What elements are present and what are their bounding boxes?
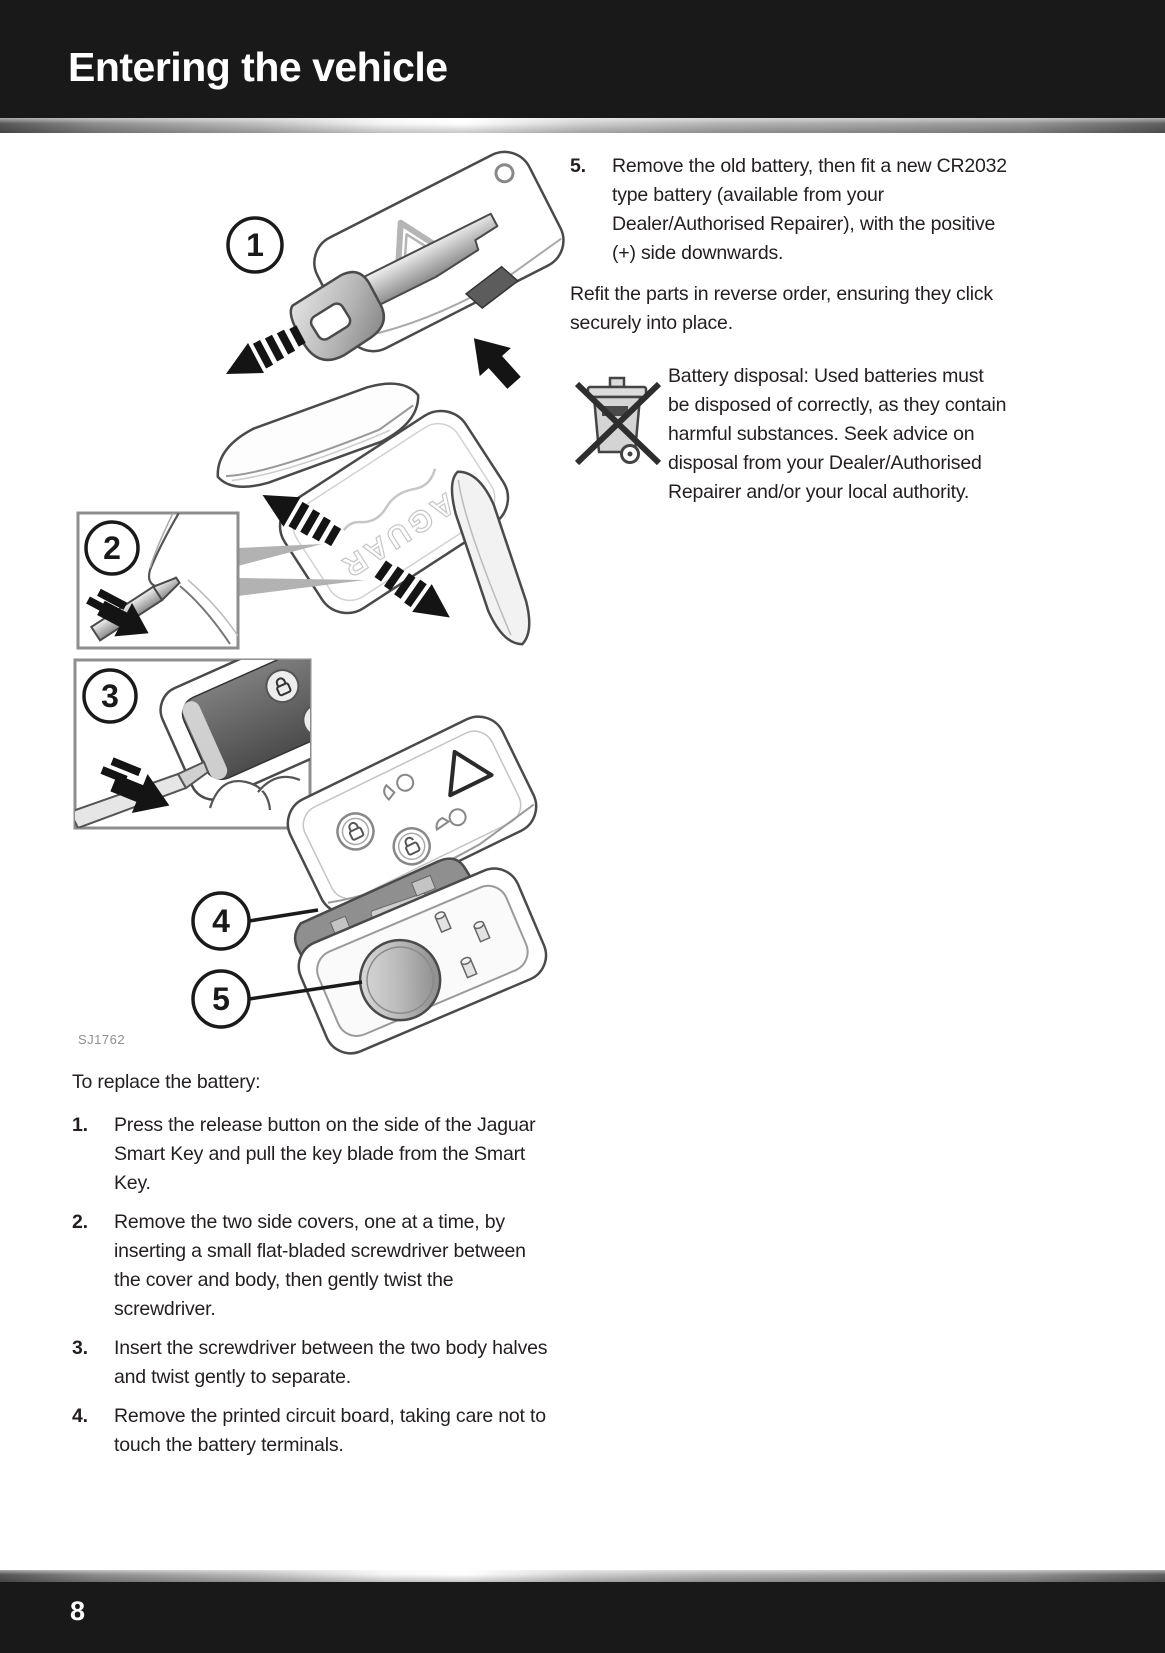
key-lower-shell <box>297 867 548 1055</box>
left-column: To replace the battery: 1. Press the rel… <box>72 1068 556 1470</box>
coin-battery <box>358 938 442 1022</box>
step-number: 2. <box>72 1211 88 1233</box>
page-title: Entering the vehicle <box>68 44 448 90</box>
unlock-button-icon <box>302 702 310 737</box>
footer-bar: 8 <box>0 1582 1165 1653</box>
striped-arrow-icon <box>217 319 310 389</box>
metal-accent-strip-top <box>0 118 1165 133</box>
battery-disposal-note: Battery disposal: Used batteries must be… <box>570 362 1022 507</box>
locating-post <box>434 911 452 934</box>
inset-pointer-wedge <box>238 544 322 566</box>
step-item-5: 5. Remove the old battery, then fit a ne… <box>570 152 1022 268</box>
step-text: Remove the two side covers, one at a tim… <box>114 1211 526 1320</box>
svg-text:4: 4 <box>212 903 230 939</box>
callout-3: 3 <box>101 678 119 714</box>
intro-text: To replace the battery: <box>72 1071 261 1093</box>
step-item-2: 2. Remove the two side covers, one at a … <box>72 1208 556 1324</box>
hazard-triangle-icon <box>448 749 494 798</box>
svg-text:5: 5 <box>212 981 230 1017</box>
step-text: Insert the screwdriver between the two b… <box>114 1337 548 1388</box>
metal-accent-strip-bottom <box>0 1570 1165 1582</box>
side-cover-right <box>450 470 531 646</box>
lock-button-icon <box>265 669 300 704</box>
solid-arrow-icon <box>458 324 530 397</box>
key-disassembly-figure: 1 JAGUAR <box>60 150 565 1055</box>
inset-box-3: 3 <box>73 658 312 830</box>
callout-5: 5 <box>191 969 251 1029</box>
release-button <box>464 265 520 309</box>
svg-text:1: 1 <box>246 227 264 263</box>
key-blade <box>289 212 499 362</box>
step-item-1: 1. Press the release button on the side … <box>72 1111 556 1198</box>
step-number: 5. <box>570 155 586 177</box>
step-text: Remove the printed circuit board, taking… <box>114 1405 546 1456</box>
step-number: 4. <box>72 1405 88 1427</box>
callout-2: 2 <box>103 530 121 566</box>
crossed-out-wheelie-bin-icon <box>570 362 668 507</box>
step-item-3: 3. Insert the screwdriver between the tw… <box>72 1334 556 1392</box>
page-number: 8 <box>70 1596 86 1626</box>
inset-box-2: 2 <box>76 511 240 650</box>
step-text: Press the release button on the side of … <box>114 1114 536 1194</box>
keyring-hole <box>494 163 515 184</box>
disposal-note-text: Battery disposal: Used batteries must be… <box>668 365 1007 503</box>
step-item-4: 4. Remove the printed circuit board, tak… <box>72 1402 556 1460</box>
inset-pointer-wedge <box>238 578 365 596</box>
locating-post <box>460 956 478 979</box>
headlamp-icon <box>383 773 415 802</box>
refit-paragraph: Refit the parts in reverse order, ensuri… <box>570 283 993 334</box>
figure-caption: SJ1762 <box>78 1032 126 1047</box>
step-number: 3. <box>72 1337 88 1359</box>
unlock-button-icon <box>392 827 431 866</box>
key-upper-half <box>159 660 310 801</box>
callout-4: 4 <box>191 891 251 951</box>
lock-button-icon <box>336 812 375 851</box>
step-text: Remove the old battery, then fit a new C… <box>612 155 1007 264</box>
header-bar: Entering the vehicle <box>0 0 1165 118</box>
step-number: 1. <box>72 1114 88 1136</box>
key-button-face <box>286 715 538 915</box>
boot-release-icon <box>435 808 467 832</box>
callout-1: 1 <box>226 216 284 274</box>
right-column: 5. Remove the old battery, then fit a ne… <box>570 152 1022 507</box>
side-cover-top <box>216 382 420 489</box>
leaping-jaguar-outline <box>342 468 437 532</box>
locating-post <box>473 920 491 943</box>
